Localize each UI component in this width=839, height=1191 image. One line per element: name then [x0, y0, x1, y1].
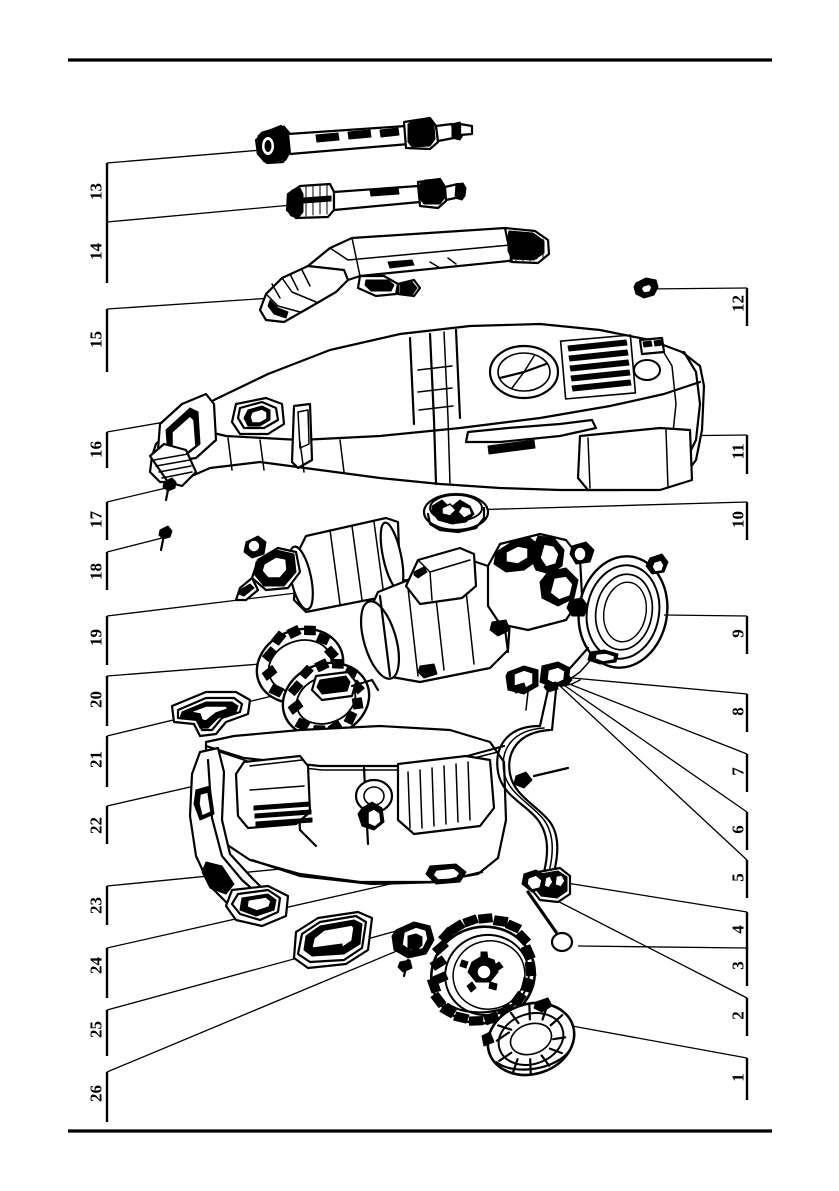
callout-number-12: 12: [728, 295, 748, 312]
part-spray-gun-trigger-handle: [258, 226, 551, 324]
callout-number-23: 23: [86, 897, 106, 914]
part-screw-small: [162, 477, 177, 502]
callout-number-11: 11: [728, 443, 748, 460]
callout-number-13: 13: [86, 183, 106, 200]
part-small-clip-retainer: [633, 277, 659, 299]
callout-number-25: 25: [86, 1021, 106, 1038]
part-nozzle-lance-rotary: [254, 116, 474, 165]
part-screw-small-lower: [158, 525, 173, 552]
part-front-cover-plate: [292, 910, 374, 970]
part-detergent-nozzle-connector: [521, 869, 547, 893]
part-cable-connector-blocks: [505, 661, 581, 732]
callout-number-3: 3: [728, 961, 748, 970]
part-hose-reel-drum: [255, 625, 380, 739]
callout-number-7: 7: [728, 767, 748, 776]
callout-number-4: 4: [728, 925, 748, 934]
callout-number-9: 9: [728, 629, 748, 638]
callout-number-17: 17: [86, 511, 106, 528]
part-nozzle-lance-adjustable: [285, 177, 467, 220]
callout-number-19: 19: [86, 629, 106, 646]
callout-number-8: 8: [728, 707, 748, 716]
callout-number-26: 26: [86, 1085, 106, 1102]
callout-number-20: 20: [86, 691, 106, 708]
part-inlet-connector: [391, 921, 435, 978]
part-axle-pin: [526, 890, 574, 953]
part-wheel: [427, 913, 537, 1026]
callout-number-6: 6: [728, 825, 748, 834]
part-main-housing-top-shell: [148, 322, 706, 492]
callout-number-10: 10: [728, 511, 748, 528]
part-inlet-strainer-cap: [422, 492, 490, 534]
callout-number-14: 14: [86, 243, 106, 260]
callout-number-24: 24: [86, 957, 106, 974]
leader-lines-right: [467, 287, 748, 1059]
callout-number-18: 18: [86, 563, 106, 580]
callout-number-21: 21: [86, 751, 106, 768]
part-water-tank-cylinder: [234, 516, 405, 614]
callout-number-2: 2: [728, 1011, 748, 1020]
callout-number-5: 5: [728, 873, 748, 882]
part-handle-bracket-clip: [170, 690, 252, 738]
callout-number-16: 16: [86, 441, 106, 458]
callout-number-1: 1: [728, 1073, 748, 1082]
part-motor-pump-assembly: [359, 532, 595, 684]
callout-number-22: 22: [86, 817, 106, 834]
part-wheel-hub-cap: [481, 997, 576, 1077]
callout-ticks: [105, 163, 749, 1122]
callout-number-15: 15: [86, 331, 106, 348]
part-base-chassis-housing: [188, 724, 508, 928]
